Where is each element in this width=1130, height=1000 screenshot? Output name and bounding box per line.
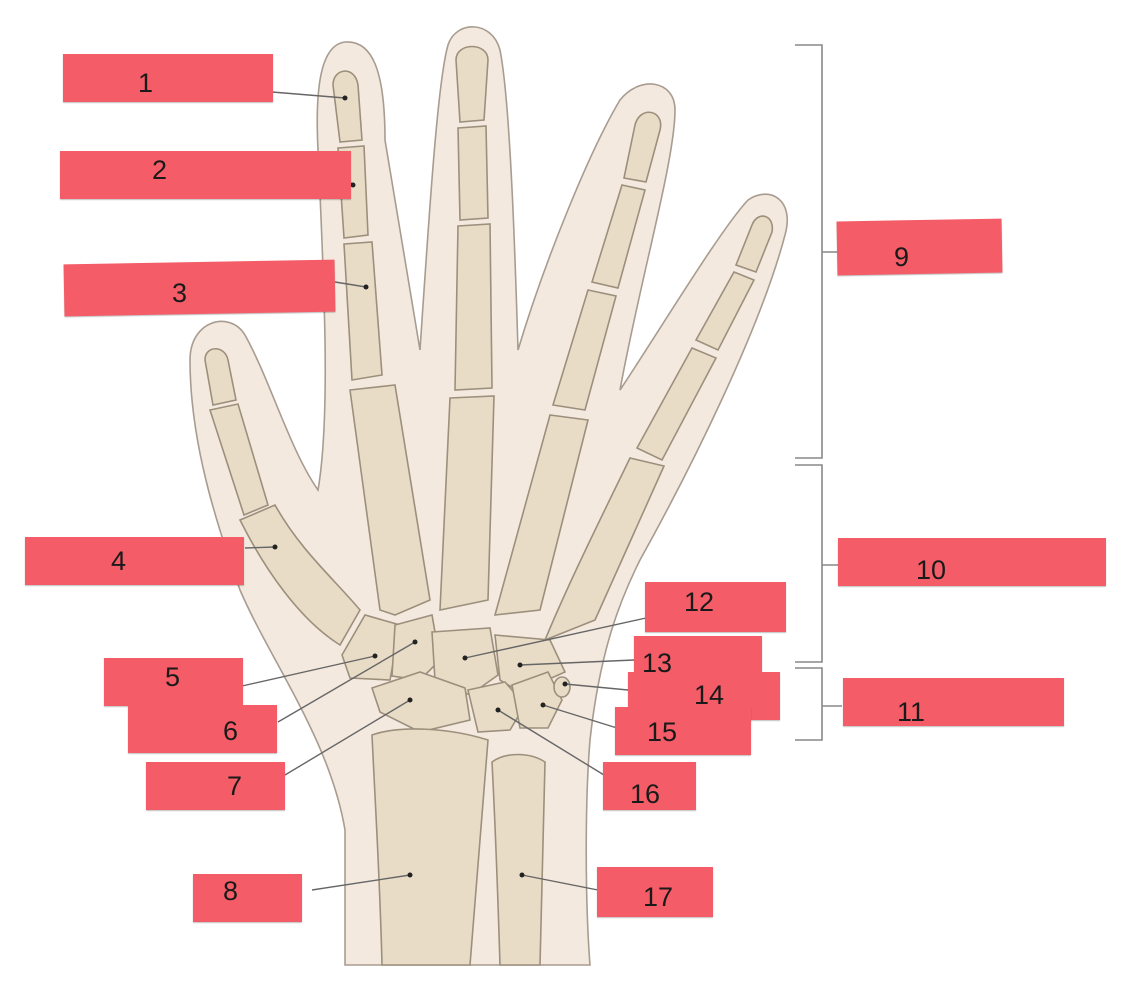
label-number-13: 13 [642, 648, 673, 678]
bracket-phalanges [795, 44, 838, 459]
label-number-12: 12 [684, 587, 715, 617]
label-box-4[interactable] [25, 537, 244, 585]
triquetrum [511, 671, 563, 729]
middle-distal-phalanx [455, 45, 489, 123]
index-metacarpal [349, 384, 431, 616]
label-number-16: 16 [630, 779, 661, 809]
label-number-7: 7 [227, 771, 243, 801]
thumb-distal-phalanx [204, 347, 237, 406]
label-box-17[interactable] [597, 867, 713, 917]
pisiform [553, 676, 571, 698]
label-box-2[interactable] [60, 151, 351, 199]
label-number-3: 3 [172, 278, 188, 308]
label-number-14: 14 [694, 680, 725, 710]
label-number-4: 4 [111, 546, 127, 576]
middle-proximal-phalanx [454, 223, 493, 391]
ulna-bone [491, 753, 546, 966]
label-number-11: 11 [897, 697, 926, 727]
label-box-3[interactable] [63, 259, 336, 317]
label-number-6: 6 [223, 716, 239, 746]
label-box-9[interactable] [836, 218, 1003, 276]
label-box-8[interactable] [193, 874, 302, 922]
radius-bone [371, 728, 489, 966]
label-box-7[interactable] [146, 762, 285, 810]
label-number-2: 2 [152, 155, 168, 185]
label-number-9: 9 [894, 242, 910, 272]
ring-proximal-phalanx [551, 289, 617, 411]
label-box-12[interactable] [645, 582, 786, 632]
label-box-5[interactable] [104, 658, 243, 706]
leader-lines [241, 91, 647, 891]
index-distal-phalanx [332, 70, 363, 143]
middle-metacarpal [439, 395, 495, 611]
label-number-10: 10 [916, 555, 947, 585]
label-number-1: 1 [138, 68, 154, 98]
little-proximal-phalanx [635, 346, 718, 462]
label-box-1[interactable] [63, 54, 273, 102]
label-number-15: 15 [647, 717, 678, 747]
trapezoid [391, 613, 441, 681]
label-number-17: 17 [643, 882, 674, 912]
thumb-metacarpal [238, 503, 361, 647]
bracket-metacarpals [795, 464, 838, 663]
little-distal-phalanx [734, 215, 774, 274]
label-number-8: 8 [223, 876, 239, 906]
bracket-carpals [795, 667, 842, 741]
ring-metacarpal [493, 414, 589, 616]
label-box-16[interactable] [603, 762, 696, 810]
ring-middle-phalanx [590, 184, 646, 289]
leader-dots [272, 95, 568, 878]
label-box-6[interactable] [128, 705, 277, 753]
label-box-11[interactable] [843, 678, 1064, 726]
thumb-proximal-phalanx [208, 403, 269, 517]
ring-distal-phalanx [623, 111, 662, 183]
label-box-10[interactable] [838, 538, 1106, 586]
capitate [431, 627, 499, 696]
index-proximal-phalanx [343, 241, 383, 381]
little-middle-phalanx [694, 270, 756, 352]
label-box-15[interactable] [615, 707, 751, 755]
scaphoid [370, 671, 471, 733]
label-number-5: 5 [165, 662, 181, 692]
middle-middle-phalanx [457, 125, 489, 221]
